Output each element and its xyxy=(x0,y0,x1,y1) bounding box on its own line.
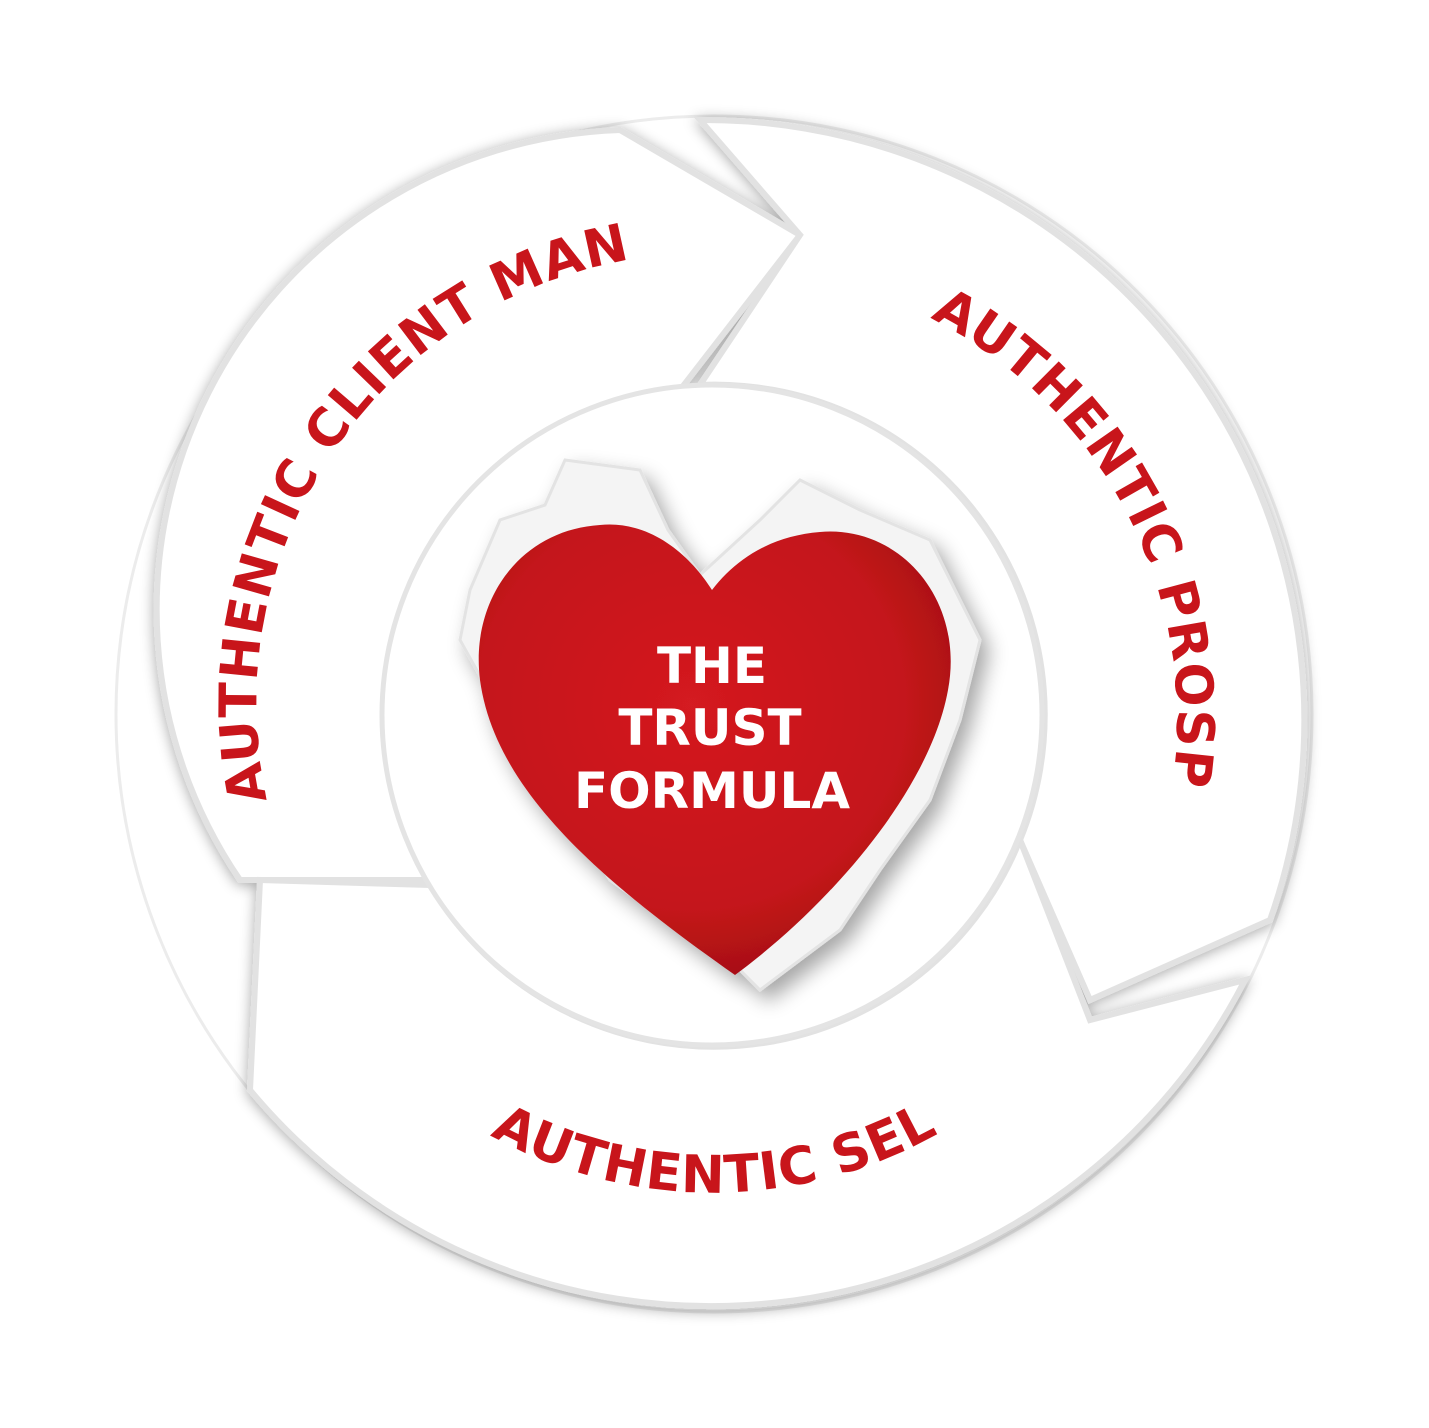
torn-heart xyxy=(458,458,982,992)
arrow-ring xyxy=(153,116,1308,1310)
center-title: THE TRUST FORMULA xyxy=(574,637,850,820)
center-title-line-3: FORMULA xyxy=(574,762,850,820)
center-title-line-1: THE xyxy=(657,637,767,695)
heart-shape xyxy=(478,524,951,975)
center-title-line-2: TRUST xyxy=(618,699,801,757)
